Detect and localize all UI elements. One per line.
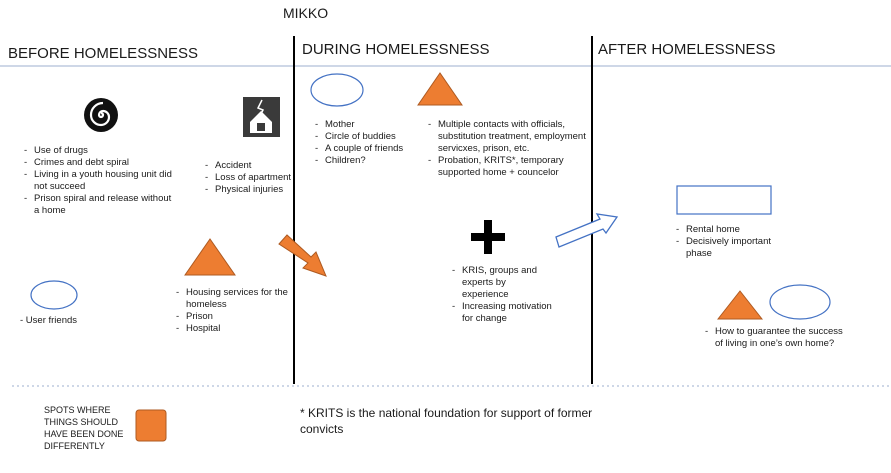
before-house-list: Accident Loss of apartment Physical inju… [205, 160, 295, 196]
oval-after [769, 284, 831, 320]
column-head-during: DURING HOMELESSNESS [302, 41, 490, 58]
list-item: Probation, KRITS*, temporary supported h… [428, 155, 593, 179]
column-head-after: AFTER HOMELESSNESS [598, 41, 776, 58]
rect-rental-home [676, 185, 772, 215]
list-item: Use of drugs [24, 145, 174, 157]
list-item: Multiple contacts with officials, substi… [428, 119, 593, 155]
before-triangle-list: Housing services for the homeless Prison… [176, 287, 294, 335]
legend-text: SPOTS WHERE THINGS SHOULD HAVE BEEN DONE… [44, 405, 124, 451]
after-rect-list: Rental home Decisively important phase [676, 224, 791, 260]
list-item: Crimes and debt spiral [24, 157, 174, 169]
spiral-icon [84, 98, 118, 132]
triangle-guarantee-success [716, 290, 764, 320]
footnote: * KRITS is the national foundation for s… [300, 406, 593, 436]
list-item: Loss of apartment [205, 172, 295, 184]
list-item: KRIS, groups and experts by experience [452, 265, 552, 301]
outline-arrow-icon [555, 213, 619, 248]
list-item: How to guarantee the success of living i… [705, 326, 850, 350]
arrow-icon [278, 234, 327, 277]
broken-house-icon [243, 97, 280, 137]
list-item: Mother [315, 119, 405, 131]
list-item: Living in a youth housing unit did not s… [24, 169, 174, 193]
oval-user-friends [30, 280, 78, 310]
list-item: Physical injuries [205, 184, 295, 196]
during-triangle-list: Multiple contacts with officials, substi… [428, 119, 593, 179]
list-item: Rental home [676, 224, 791, 236]
page-title: MIKKO [283, 5, 329, 21]
column-head-before: BEFORE HOMELESSNESS [8, 45, 199, 62]
list-item: Children? [315, 155, 405, 167]
oval-mother [310, 73, 364, 107]
list-item: Prison spiral and release without a home [24, 193, 174, 217]
list-item: Housing services for the homeless [176, 287, 294, 311]
triangle-housing-services [184, 238, 236, 276]
before-spiral-list: Use of drugs Crimes and debt spiral Livi… [24, 145, 174, 217]
during-plus-list: KRIS, groups and experts by experience I… [452, 265, 552, 325]
list-item: Prison [176, 311, 294, 323]
triangle-multiple-contacts [417, 72, 463, 106]
list-item: Hospital [176, 323, 294, 335]
oval-user-friends-label: - User friends [20, 315, 78, 326]
list-item: Circle of buddies [315, 131, 405, 143]
plus-icon [471, 220, 505, 254]
during-oval-list: Mother Circle of buddies A couple of fri… [315, 119, 405, 167]
list-item: Accident [205, 160, 295, 172]
list-item: Increasing motivation for change [452, 301, 552, 325]
list-item: Decisively important phase [676, 236, 791, 260]
after-triangle-list: How to guarantee the success of living i… [705, 326, 850, 350]
legend-square [135, 409, 167, 442]
list-item: A couple of friends [315, 143, 405, 155]
